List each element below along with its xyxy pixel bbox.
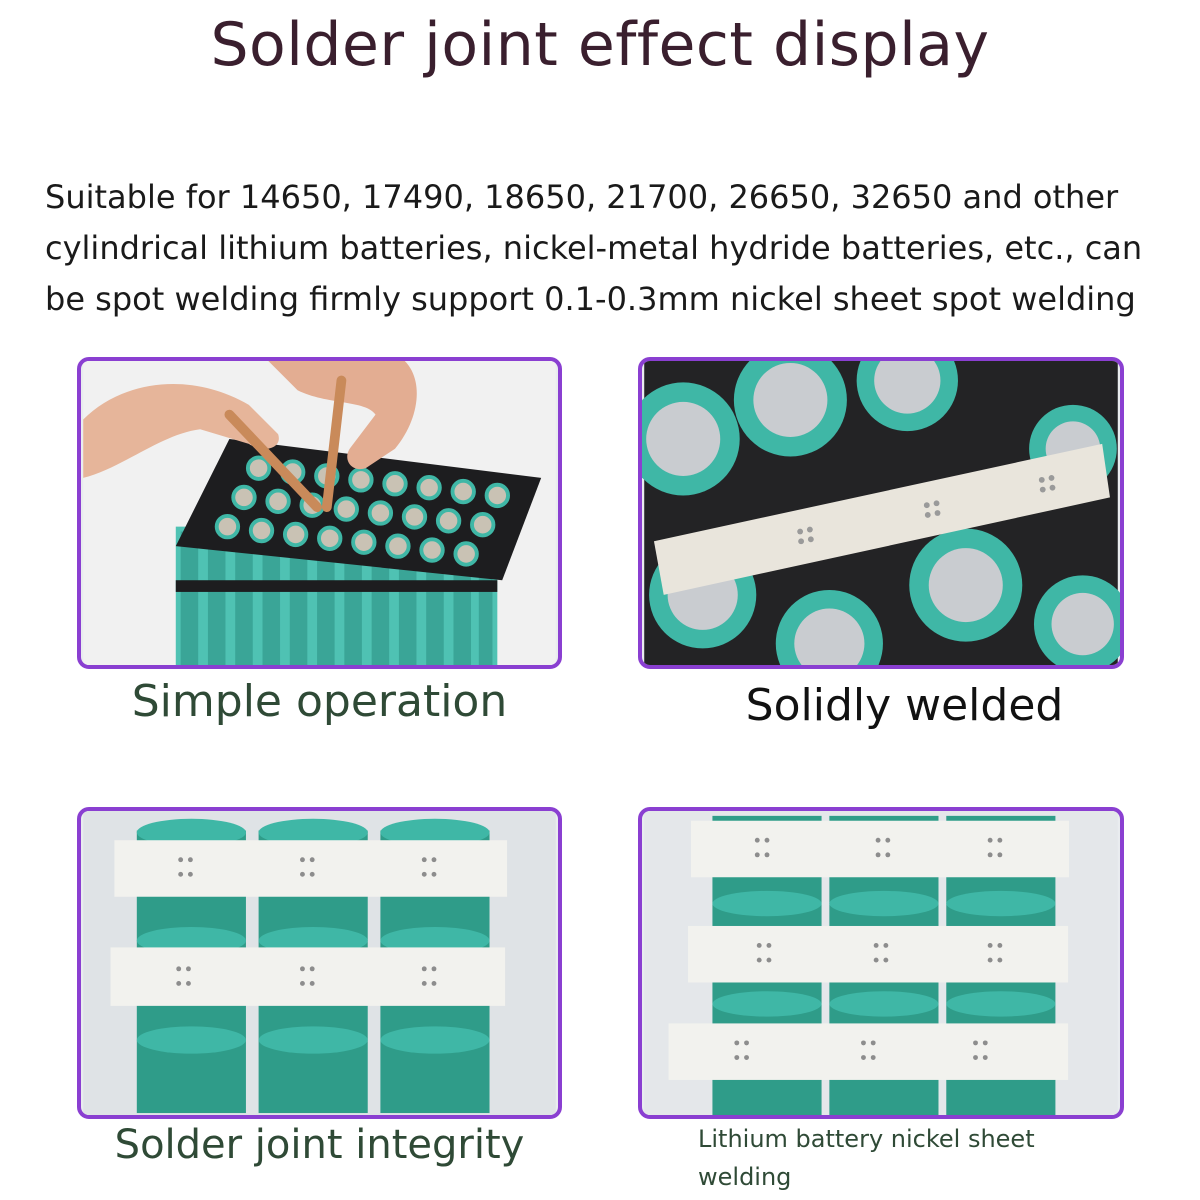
photo-simple-operation	[77, 357, 562, 669]
holder-closeup-illustration	[642, 361, 1120, 665]
hands	[83, 361, 417, 513]
caption-solder-joint-integrity: Solder joint integrity	[114, 1122, 525, 1168]
caption-solidly-welded: Solidly welded	[745, 680, 1064, 731]
caption-nickel-sheet-welding: Lithium battery nickel sheet welding	[698, 1125, 1035, 1191]
three-strip-illustration	[644, 811, 1118, 1115]
nickel-strip-middle	[688, 925, 1069, 983]
photo-solidly-welded	[638, 357, 1124, 669]
nickel-strip	[653, 443, 1110, 595]
photo-solder-joint-integrity	[77, 807, 562, 1119]
description-text: Suitable for 14650, 17490, 18650, 21700,…	[45, 178, 1143, 318]
caption-simple-operation: Simple operation	[131, 676, 508, 727]
nickel-strip-bottom	[668, 1023, 1069, 1080]
welding-hands-illustration	[83, 361, 556, 665]
page-title: Solder joint effect display	[210, 10, 990, 80]
nickel-strip-top	[691, 820, 1070, 878]
two-strip-illustration	[83, 811, 556, 1115]
nickel-strip-lower	[110, 947, 506, 1006]
photo-nickel-sheet-welding	[638, 807, 1124, 1119]
nickel-strip-upper	[114, 840, 508, 897]
